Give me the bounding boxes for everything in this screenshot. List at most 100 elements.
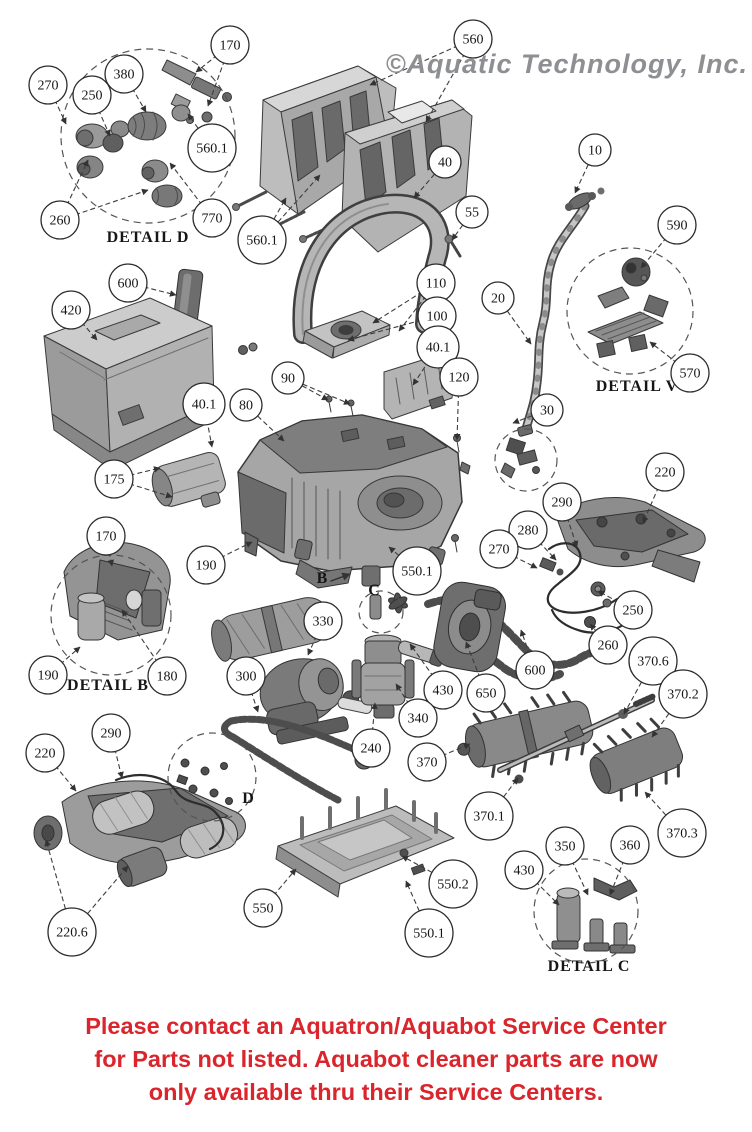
callout-270: 270 bbox=[479, 529, 519, 569]
callout-circle-340 bbox=[398, 698, 438, 738]
leader-line-270 bbox=[498, 548, 538, 569]
leader-line-30 bbox=[512, 409, 548, 424]
leader-line-220.6 bbox=[71, 865, 129, 933]
leader-line-280 bbox=[527, 529, 557, 561]
callout-220: 220 bbox=[645, 452, 685, 492]
leader-line-170 bbox=[195, 44, 231, 73]
hose-drawing bbox=[517, 187, 605, 437]
callout-circle-560.1 bbox=[237, 215, 287, 265]
service-notice-line-3: only available thru their Service Center… bbox=[148, 1079, 604, 1105]
callout-number-170: 170 bbox=[96, 530, 117, 545]
leader-line-170 bbox=[105, 535, 115, 567]
callout-560.1: 560.1 bbox=[237, 215, 287, 265]
callout-370: 370 bbox=[407, 742, 447, 782]
callout-number-770: 770 bbox=[202, 212, 223, 227]
callout-circle-270 bbox=[28, 65, 68, 105]
callout-number-190: 190 bbox=[38, 669, 59, 684]
callout-circle-270 bbox=[479, 529, 519, 569]
leader-line-100 bbox=[347, 315, 438, 342]
detail-circle-pump-head-ref bbox=[358, 590, 404, 634]
callout-380: 380 bbox=[104, 54, 144, 94]
main-body-drawing bbox=[237, 414, 463, 589]
callout-circle-55 bbox=[455, 195, 489, 229]
callout-circle-190 bbox=[186, 545, 226, 585]
callout-190: 190 bbox=[28, 655, 68, 695]
bottom-plate-drawing bbox=[275, 788, 455, 898]
callout-circle-370.1 bbox=[464, 791, 514, 841]
callout-circle-370.6 bbox=[628, 636, 678, 686]
callout-circle-350 bbox=[545, 826, 585, 866]
leader-line-380 bbox=[123, 73, 147, 113]
leader-line-190 bbox=[47, 646, 81, 676]
callout-circle-770 bbox=[192, 198, 232, 238]
callout-number-270: 270 bbox=[38, 79, 59, 94]
pulley-parts-drawing bbox=[584, 581, 612, 628]
callout-590: 590 bbox=[657, 205, 697, 245]
section-letter-d: D bbox=[242, 790, 254, 807]
callout-number-250: 250 bbox=[82, 89, 103, 104]
callout-number-370.6: 370.6 bbox=[637, 655, 669, 670]
callout-number-370: 370 bbox=[417, 756, 438, 771]
callout-number-370.3: 370.3 bbox=[666, 827, 698, 842]
detail-label-detail-d: DETAIL D bbox=[107, 229, 190, 246]
callout-number-600: 600 bbox=[118, 277, 139, 292]
callout-circle-90 bbox=[271, 361, 305, 395]
detail-v-parts-drawing bbox=[587, 257, 669, 359]
side-rail-left-drawing bbox=[33, 780, 246, 888]
callout-number-560.1: 560.1 bbox=[246, 234, 278, 249]
leader-line-340 bbox=[395, 683, 419, 719]
callout-number-220: 220 bbox=[655, 466, 676, 481]
callout-80: 80 bbox=[229, 388, 263, 422]
callout-770: 770 bbox=[192, 198, 232, 238]
callout-360: 360 bbox=[610, 825, 650, 865]
section-letter-b: B bbox=[317, 570, 328, 587]
callout-circle-220 bbox=[25, 733, 65, 773]
callout-650: 650 bbox=[466, 673, 506, 713]
callout-circle-290 bbox=[542, 482, 582, 522]
callout-circle-650 bbox=[466, 673, 506, 713]
callout-550.1: 550.1 bbox=[392, 546, 442, 596]
callout-circle-330 bbox=[303, 601, 343, 641]
callout-number-550.2: 550.2 bbox=[437, 878, 469, 893]
callout-240: 240 bbox=[351, 728, 391, 768]
brush-roller-right-drawing bbox=[589, 717, 684, 802]
callout-number-370.1: 370.1 bbox=[473, 810, 505, 825]
screw-55-drawing bbox=[444, 234, 462, 258]
leader-line-560.1 bbox=[261, 174, 321, 241]
cable-left-drawing bbox=[114, 773, 225, 851]
callout-number-290: 290 bbox=[552, 496, 573, 511]
callout-circle-550.2 bbox=[428, 859, 478, 909]
callout-circle-260 bbox=[40, 200, 80, 240]
callout-number-40.1: 40.1 bbox=[192, 398, 217, 413]
callout-170: 170 bbox=[210, 25, 250, 65]
callout-number-40.1: 40.1 bbox=[426, 341, 451, 356]
callout-number-220: 220 bbox=[35, 747, 56, 762]
service-notice: Please contact an Aquatron/Aquabot Servi… bbox=[0, 1010, 752, 1109]
callout-40.1: 40.1 bbox=[182, 382, 226, 426]
callout-600: 600 bbox=[108, 263, 148, 303]
callout-340: 340 bbox=[398, 698, 438, 738]
callout-number-340: 340 bbox=[408, 712, 429, 727]
callout-number-220.6: 220.6 bbox=[56, 926, 88, 941]
callout-number-380: 380 bbox=[114, 68, 135, 83]
callout-number-330: 330 bbox=[313, 615, 334, 630]
service-notice-line-1: Please contact an Aquatron/Aquabot Servi… bbox=[85, 1013, 667, 1039]
leader-line-270 bbox=[47, 84, 67, 125]
callout-circle-550 bbox=[243, 888, 283, 928]
detail-circle-chain-detail-ref bbox=[167, 732, 257, 822]
callout-number-240: 240 bbox=[361, 742, 382, 757]
callout-350: 350 bbox=[545, 826, 585, 866]
callout-circle-250 bbox=[613, 590, 653, 630]
callout-circle-175 bbox=[94, 459, 134, 499]
callout-number-550: 550 bbox=[253, 902, 274, 917]
callout-circle-10 bbox=[578, 133, 612, 167]
callout-number-360: 360 bbox=[620, 839, 641, 854]
callout-100: 100 bbox=[417, 296, 457, 336]
callout-40: 40 bbox=[428, 145, 462, 179]
callout-220: 220 bbox=[25, 733, 65, 773]
exploded-view-drawing bbox=[33, 59, 706, 954]
power-cable-drawing bbox=[539, 542, 637, 634]
callout-number-120: 120 bbox=[449, 371, 470, 386]
